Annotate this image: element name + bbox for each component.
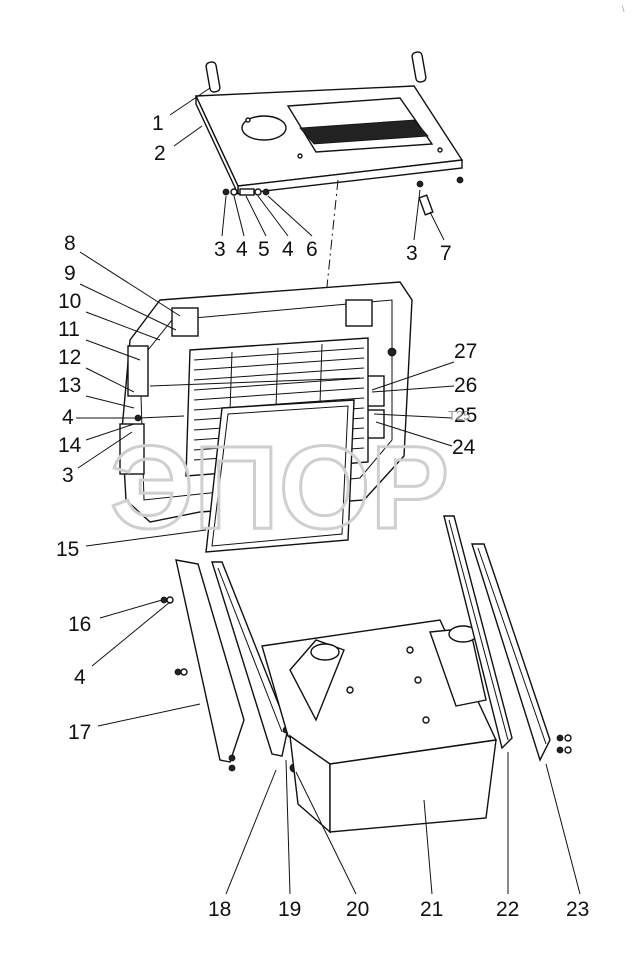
callout-5: 5 — [258, 238, 270, 261]
callout-7: 7 — [440, 242, 452, 265]
callout-15: 15 — [56, 538, 79, 561]
callout-23: 23 — [566, 898, 589, 921]
base-housing — [261, 619, 498, 834]
callout-14: 14 — [58, 434, 82, 457]
callout-19: 19 — [278, 898, 301, 921]
callout-4d: 4 — [74, 666, 86, 689]
callout-labels: 1 2 3 4 5 4 6 3 7 8 9 10 11 12 13 4 14 3… — [56, 112, 589, 921]
callout-4a: 4 — [236, 238, 248, 261]
callout-20: 20 — [346, 898, 369, 921]
callout-26: 26 — [454, 374, 477, 397]
leader-lines — [76, 87, 581, 895]
callout-25: 25 — [454, 404, 477, 427]
callout-1: 1 — [152, 112, 164, 135]
callout-2: 2 — [154, 142, 166, 165]
callout-4b: 4 — [282, 238, 294, 261]
callout-11: 11 — [58, 318, 80, 341]
corner-mark: \ — [622, 4, 625, 14]
callout-18: 18 — [208, 898, 231, 921]
callout-22: 22 — [496, 898, 519, 921]
top-cover-panel — [194, 51, 464, 195]
callout-10: 10 — [58, 290, 81, 313]
callout-3b: 3 — [406, 242, 418, 265]
gasket-seal — [205, 399, 355, 553]
callout-3c: 3 — [62, 464, 74, 487]
callout-16: 16 — [68, 613, 91, 636]
callout-21: 21 — [420, 898, 443, 921]
callout-24: 24 — [452, 436, 476, 459]
callout-3a: 3 — [214, 238, 226, 261]
callout-6: 6 — [306, 238, 318, 261]
callout-9: 9 — [64, 262, 76, 285]
right-side-panels — [443, 515, 572, 762]
stray-label: T25 — [448, 408, 470, 423]
callout-17: 17 — [68, 721, 91, 744]
callout-27: 27 — [454, 340, 477, 363]
watermark: ЭПОР — [110, 422, 449, 554]
callout-8: 8 — [64, 232, 76, 255]
callout-13: 13 — [58, 374, 81, 397]
bolt-hardware-group — [222, 176, 464, 216]
callout-4c: 4 — [62, 406, 74, 429]
callout-12: 12 — [58, 346, 81, 369]
